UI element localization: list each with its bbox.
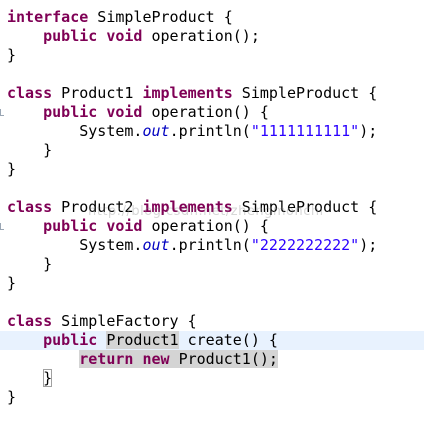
code-line: } <box>7 46 17 64</box>
current-line: public Product1 create() { <box>0 331 424 350</box>
code-line: } <box>7 141 53 159</box>
code-line: class Product1 implements SimpleProduct … <box>7 84 378 102</box>
code-line: class SimpleFactory { <box>7 312 197 330</box>
override-marker-icon[interactable] <box>0 109 4 116</box>
code-line: System.out.println("1111111111"); <box>7 122 378 140</box>
selected-statement: return new Product1(); <box>79 350 278 368</box>
code-editor[interactable]: interface SimpleProduct { public void op… <box>0 0 424 414</box>
code-line: } <box>7 160 17 178</box>
code-line: } <box>0 369 424 388</box>
code-line: public void operation(); <box>43 27 260 45</box>
code-line: } <box>7 255 53 273</box>
code-line: public void operation() { <box>0 103 424 122</box>
keyword: interface <box>7 8 89 26</box>
code-line: interface SimpleProduct { <box>7 8 233 26</box>
override-marker-icon[interactable] <box>0 223 4 230</box>
occurrence-highlight: Product1 <box>106 331 179 349</box>
code-line: System.out.println("2222222222"); <box>7 236 378 254</box>
code-line: } <box>7 388 17 406</box>
code-line: } <box>7 274 17 292</box>
code-line: public void operation() { <box>0 217 424 236</box>
code-line: class Product2 implements SimpleProduct … <box>7 198 378 216</box>
matching-brace: } <box>43 369 53 387</box>
code-line: return new Product1(); <box>0 350 424 369</box>
